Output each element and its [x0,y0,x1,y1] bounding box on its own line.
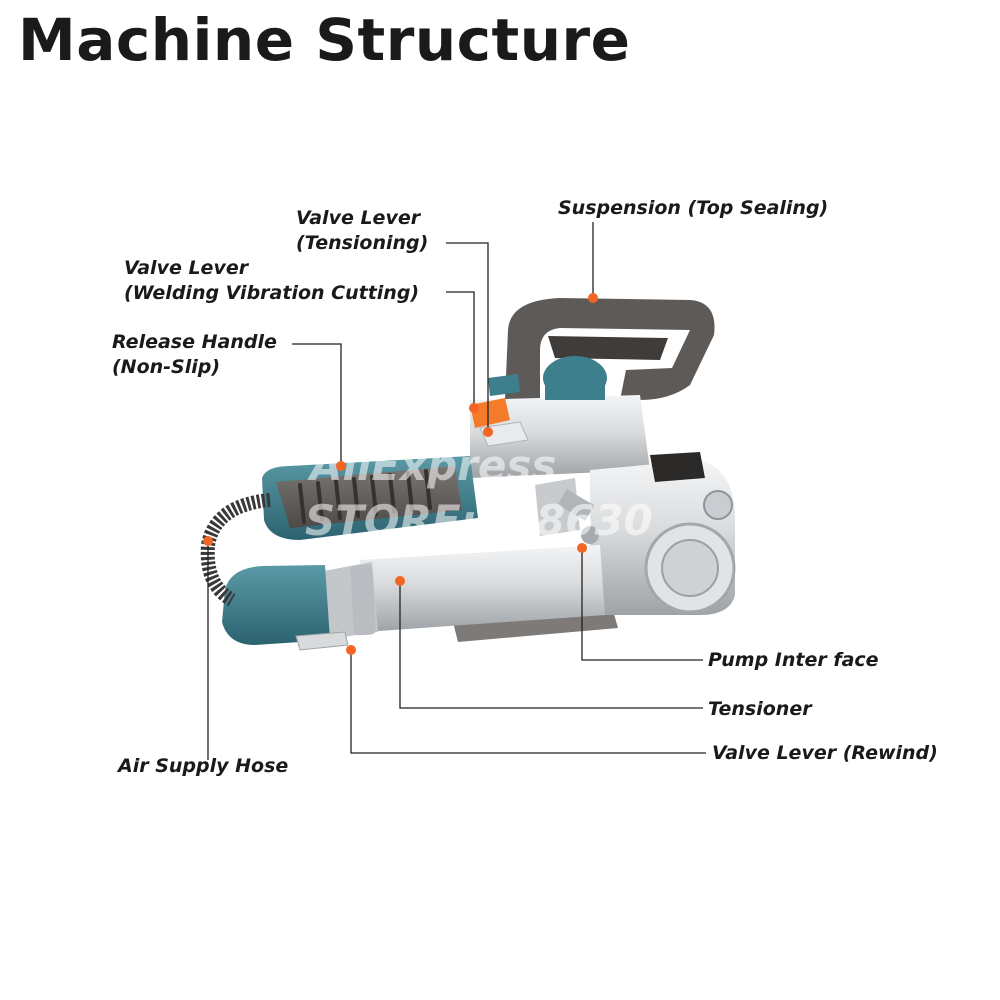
label-valve-welding: Valve Lever (Welding Vibration Cutting) [124,257,420,304]
label-pump-interface: Pump Inter face [708,649,879,671]
tensioner-cylinder [360,545,605,632]
pump-fitting [535,478,599,544]
dot-tensioner [395,576,405,586]
label-valve-rewind: Valve Lever (Rewind) [712,742,938,764]
leader-pump-interface [581,548,703,661]
suspension-handle [505,298,715,400]
dot-pump-interface [577,543,587,553]
marker-dots [203,293,598,655]
release-grip [262,456,478,540]
watermark-line-2: STORE:908630 [305,496,653,545]
label-release-handle: Release Handle (Non-Slip) [112,331,277,378]
label-suspension: Suspension (Top Sealing) [558,197,829,219]
dot-valve-tensioning [483,427,493,437]
leader-valve-welding [446,291,475,408]
dot-valve-welding [469,403,479,413]
label-air-supply-hose: Air Supply Hose [118,755,289,777]
leader-release-handle [292,343,342,466]
label-tensioner: Tensioner [708,698,812,720]
spring-hose [200,493,271,607]
dot-suspension [588,293,598,303]
end-cap [222,565,330,645]
leader-valve-rewind [350,650,706,754]
label-valve-tensioning: Valve Lever (Tensioning) [296,207,429,254]
leader-tensioner [399,581,703,709]
watermark-line-1: AliExpress [307,441,556,490]
leader-valve-tensioning [446,242,489,432]
dot-release-handle [336,461,346,471]
page-title: Machine Structure [18,6,631,74]
leader-lines [207,222,706,760]
orange-lever [470,398,510,428]
upper-housing [470,395,650,478]
dot-valve-rewind [346,645,356,655]
dot-air-supply-hose [203,536,213,546]
